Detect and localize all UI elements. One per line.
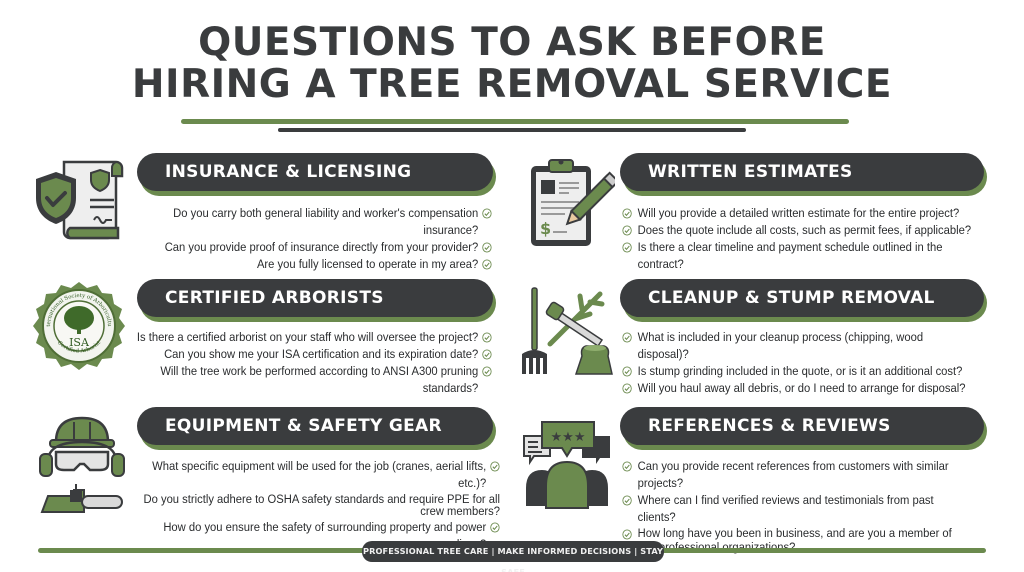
check-circle-icon (622, 225, 632, 236)
question-item: Will the tree work be performed accordin… (131, 363, 492, 397)
question-item: Can you provide recent references from c… (622, 458, 972, 492)
page-title: QUESTIONS TO ASK BEFORE HIRING A TREE RE… (0, 22, 1024, 106)
isa-badge-icon: ISA International Society of Arboricultu… (28, 276, 128, 376)
people-reviews-icon: ★★★ (520, 414, 615, 510)
question-item: What specific equipment will be used for… (132, 458, 500, 492)
check-circle-icon (482, 208, 492, 219)
question-item: Can you show me your ISA certification a… (131, 346, 492, 363)
question-item: Is stump grinding included in the quote,… (622, 363, 972, 380)
check-circle-icon (622, 383, 632, 394)
check-circle-icon (622, 461, 632, 472)
check-circle-icon (622, 366, 632, 377)
section-header-arborists: CERTIFIED ARBORISTS (137, 279, 493, 317)
question-list-arborists: Is there a certified arborist on your st… (100, 329, 492, 397)
footer-tagline: PROFESSIONAL TREE CARE | MAKE INFORMED D… (362, 541, 664, 572)
question-list-references: Can you provide recent references from c… (622, 458, 1002, 554)
check-circle-icon (490, 522, 500, 533)
helmet-chainsaw-icon (38, 412, 126, 518)
shield-document-icon (34, 158, 126, 244)
section-header-cleanup: CLEANUP & STUMP REMOVAL (620, 279, 984, 317)
check-circle-icon (482, 349, 492, 360)
question-item: Is there a certified arborist on your st… (131, 329, 492, 346)
clipboard-pencil-icon: $ (525, 156, 620, 248)
title-line-2: HIRING A TREE REMOVAL SERVICE (131, 62, 893, 107)
check-circle-icon (622, 529, 632, 540)
question-item: Does the quote include all costs, such a… (622, 222, 972, 239)
question-list-cleanup: What is included in your cleanup process… (622, 329, 1002, 397)
rake-saw-stump-icon (520, 284, 615, 380)
isa-badge-text: ISA (69, 336, 90, 349)
title-divider-dark (278, 128, 746, 132)
question-item: Can you provide proof of insurance direc… (150, 239, 492, 256)
check-circle-icon (482, 242, 492, 253)
svg-text:★★★: ★★★ (551, 430, 586, 445)
section-header-insurance: INSURANCE & LICENSING (137, 153, 493, 191)
question-list-insurance: Do you carry both general liability and … (120, 205, 492, 273)
check-circle-icon (622, 242, 632, 253)
check-circle-icon (482, 366, 492, 377)
question-item: Do you carry both general liability and … (150, 205, 492, 239)
question-item: Are you fully licensed to operate in my … (150, 256, 492, 273)
question-item: Do you strictly adhere to OSHA safety st… (143, 492, 500, 518)
check-circle-icon (622, 495, 632, 506)
section-header-equipment: EQUIPMENT & SAFETY GEAR (137, 407, 493, 445)
question-item: What is included in your cleanup process… (622, 329, 972, 363)
check-circle-icon (622, 208, 632, 219)
question-item: Is there a clear timeline and payment sc… (622, 239, 972, 273)
check-circle-icon (490, 461, 500, 472)
check-circle-icon (482, 259, 492, 270)
question-item: Where can I find verified reviews and te… (622, 492, 972, 526)
question-list-equipment: What specific equipment will be used for… (100, 458, 500, 553)
question-item: Will you provide a detailed written esti… (622, 205, 972, 222)
check-circle-icon (622, 332, 632, 343)
check-circle-icon (482, 332, 492, 343)
section-header-references: REFERENCES & REVIEWS (620, 407, 984, 445)
title-line-1: QUESTIONS TO ASK BEFORE (198, 20, 826, 65)
question-list-estimates: Will you provide a detailed written esti… (622, 205, 1002, 273)
question-item: Will you haul away all debris, or do I n… (622, 380, 972, 397)
section-header-estimates: WRITTEN ESTIMATES (620, 153, 984, 191)
title-divider-green (181, 119, 849, 124)
svg-text:$: $ (540, 219, 551, 238)
